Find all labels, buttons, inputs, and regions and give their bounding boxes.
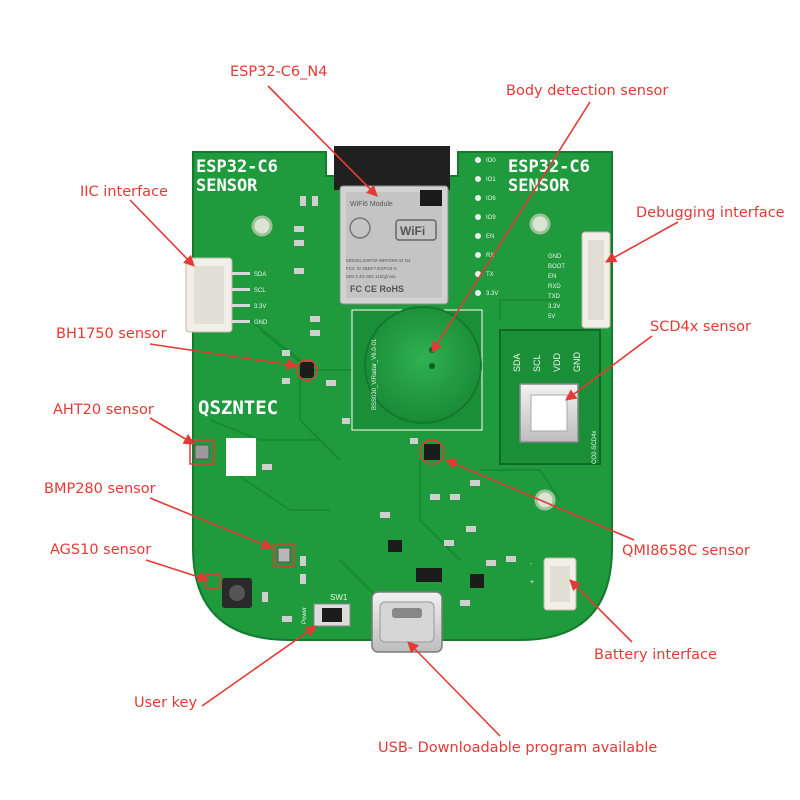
scd-pin-label: VDD (552, 352, 562, 372)
module-wifi-badge: WiFi (400, 224, 425, 238)
diode-d5 (416, 568, 442, 582)
switch-label: SW1 (330, 593, 348, 602)
battery-minus: - (530, 561, 533, 568)
arrow-aht20 (149, 417, 195, 445)
battery-plus: + (530, 579, 534, 586)
callout-esp32: ESP32-C6_N4 (230, 64, 328, 80)
arrow-esp32 (267, 85, 378, 197)
arrow-debug (605, 221, 679, 263)
callout-battery: Battery interface (594, 647, 717, 663)
arrow-qmi8658c (444, 458, 635, 541)
silk-brand: QSZNTEC (198, 397, 278, 419)
silk-title-left-2: SENSOR (196, 176, 258, 196)
esp32-module: WiFi6 Module WiFi MODEL:ESP32-WROOM-32 N… (334, 146, 450, 305)
arrow-iic (129, 199, 195, 267)
arrow-userkey (201, 625, 317, 707)
callout-user-key: User key (134, 695, 198, 711)
header-pin-label: RX (486, 253, 494, 259)
callout-ags10: AGS10 sensor (50, 542, 152, 558)
iic-pin-label: SDA (254, 272, 266, 278)
ldo-chip (388, 540, 402, 552)
callout-bh1750: BH1750 sensor (56, 326, 167, 342)
bh1750-chip (300, 362, 314, 378)
debug-pin-label: 5V (548, 314, 555, 320)
usb-c-port (371, 591, 443, 653)
debug-pin-label: EN (548, 274, 556, 280)
radar-module: BSS030_ViRadar_V6.0-01 (351, 306, 483, 431)
callout-arrows (129, 85, 679, 737)
arrow-usb (407, 641, 501, 737)
qmi8658c-chip (424, 444, 440, 460)
debug-pin-label: TXD (548, 294, 561, 300)
aht20-cutout (226, 438, 256, 476)
header-pins: IO0 IO1 IO6 IO9 EN RX TX 3.3V (475, 157, 498, 297)
battery-connector: - + (530, 557, 577, 611)
scd-pin-label: GND (572, 352, 582, 373)
header-pin-label: TX (486, 272, 494, 278)
header-pin-label: IO0 (486, 158, 496, 164)
pcb-board: ESP32-C6 SENSOR ESP32-C6 SENSOR QSZNTEC … (185, 146, 613, 653)
iic-pin-label: SCL (254, 288, 266, 294)
debug-pin-label: BOOT (548, 264, 565, 270)
debug-pin-label: 3.3V (548, 304, 560, 310)
silk-title-left-1: ESP32-C6 (196, 157, 278, 177)
chip-u20 (470, 574, 484, 588)
arrow-ags10 (145, 559, 210, 583)
scd-pin-label: SDA (512, 353, 522, 372)
debug-pin-label: GND (548, 254, 562, 260)
power-label: Power (302, 607, 308, 624)
scd4x-module: SDA SCL VDD GND CO2-SCD4x (499, 329, 601, 465)
silk-title-right-2: SENSOR (508, 176, 570, 196)
header-pin-label: 3.3V (486, 291, 498, 297)
passive-components (262, 196, 516, 622)
mounting-hole (529, 213, 551, 235)
scd-pin-label: SCL (532, 354, 542, 372)
module-cert: FC CE RoHS (350, 284, 404, 294)
iic-pin-label: 3.3V (254, 304, 266, 310)
debug-pin-label: RXD (548, 284, 561, 290)
callout-iic: IIC interface (80, 184, 168, 200)
arrow-bmp280 (149, 497, 274, 550)
callout-aht20: AHT20 sensor (53, 402, 154, 418)
iic-pin-label: GND (254, 320, 268, 326)
header-pin-label: IO6 (486, 196, 496, 202)
callout-qmi8658c: QMI8658C sensor (622, 543, 750, 559)
arrow-battery (569, 579, 633, 643)
module-fcc: FCC ID 2BEF7-ESPC6-X (346, 266, 397, 271)
callout-scd4x: SCD4x sensor (650, 319, 751, 335)
module-ism: ISM 2.4G 802.11b/g/n/ax (346, 274, 396, 279)
callout-debug: Debugging interface (636, 205, 785, 221)
iic-connector: SDA SCL 3.3V GND (185, 257, 268, 333)
callout-body-detection: Body detection sensor (506, 83, 669, 99)
arrow-scd4x (565, 335, 653, 401)
user-key-switch: SW1 Power (302, 593, 351, 627)
arrow-body (431, 101, 591, 353)
scd-module-label: CO2-SCD4x (592, 431, 598, 464)
module-label: WiFi6 Module (350, 201, 393, 208)
radar-label: BSS030_ViRadar_V6.0-01 (372, 338, 378, 410)
module-model: MODEL:ESP32-WROOM-32 N4 (346, 258, 411, 263)
bmp280-chip (277, 547, 291, 563)
header-pin-label: EN (486, 234, 494, 240)
mounting-hole (251, 215, 273, 237)
callout-bmp280: BMP280 sensor (44, 481, 156, 497)
arrow-bh1750 (149, 343, 299, 371)
debug-connector: GND BOOT EN RXD TXD 3.3V 5V (548, 231, 611, 329)
callout-usb: USB- Downloadable program available (378, 740, 658, 756)
header-pin-label: IO9 (486, 215, 496, 221)
header-pin-label: IO1 (486, 177, 496, 183)
aht20-chip (194, 444, 210, 460)
